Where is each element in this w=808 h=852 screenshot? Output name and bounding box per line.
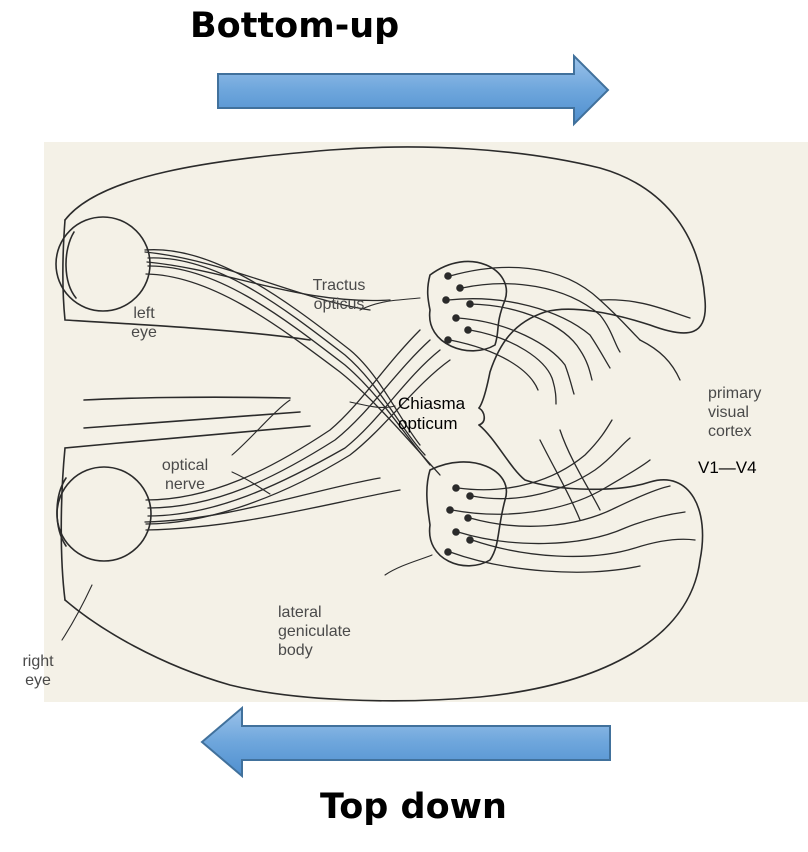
top-down-title: Top down [320, 787, 507, 827]
eyes [56, 217, 151, 561]
top-down-arrow [196, 704, 616, 784]
v1-v4-label: V1—V4 [698, 458, 757, 478]
bottom-up-title: Bottom-up [190, 6, 399, 46]
bottom-up-arrow [210, 52, 620, 132]
optic-radiation-upper [448, 267, 690, 404]
optic-radiation-lower [450, 420, 695, 572]
